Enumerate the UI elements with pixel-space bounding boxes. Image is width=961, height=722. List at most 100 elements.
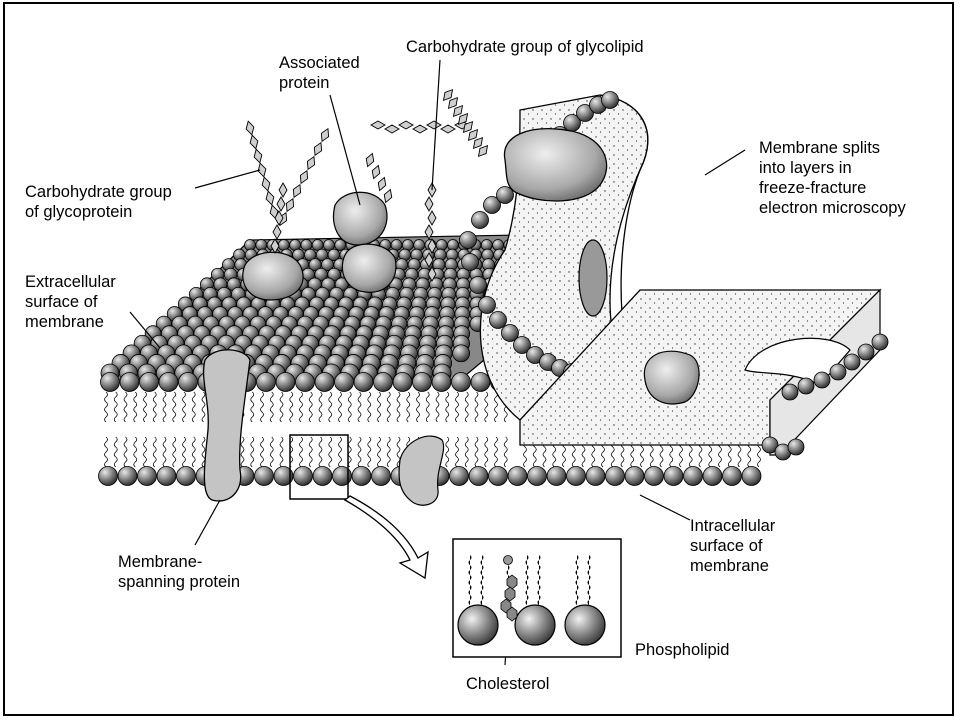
lipid-head [586, 467, 605, 486]
cholesterol-head [504, 556, 513, 565]
label-associated-protein: Associated protein [279, 53, 360, 93]
lipid-head [798, 378, 814, 394]
lipid-head [664, 467, 683, 486]
sugar-unit [273, 225, 281, 239]
lipid-head [118, 467, 137, 486]
lipid-head [257, 373, 276, 392]
sugar-unit [318, 127, 331, 143]
sugar-unit [364, 152, 376, 168]
lipid-head [374, 373, 393, 392]
sugar-unit [297, 169, 310, 185]
lipid-head [567, 467, 586, 486]
sugar-unit [260, 176, 271, 192]
lipid-head [830, 364, 846, 380]
bilayer-core [100, 380, 520, 475]
lipid-head [645, 467, 664, 486]
lipid-head [782, 384, 798, 400]
lipid-head [460, 232, 477, 249]
label-cholesterol: Cholesterol [466, 674, 549, 694]
lipid-head [352, 467, 371, 486]
zoom-arrow [345, 496, 428, 578]
lipid-head [138, 467, 157, 486]
sugar-unit [428, 211, 436, 225]
lipid-head [788, 439, 804, 455]
lipid-head [469, 467, 488, 486]
sugar-unit [382, 188, 394, 204]
glycoprotein [243, 252, 303, 300]
sugar-unit [311, 141, 324, 157]
lipid-head [255, 467, 274, 486]
lipid-head [452, 373, 471, 392]
sugar-unit [252, 148, 263, 164]
inset-phospholipid-head [458, 605, 498, 645]
lipid-head [140, 373, 159, 392]
sugar-unit [248, 134, 259, 150]
lipid-head [602, 92, 619, 109]
lipid-head [844, 354, 860, 370]
sugar-unit [427, 121, 441, 129]
lipid-head [354, 373, 373, 392]
lipid-head [872, 334, 888, 350]
inset-phospholipid-head [515, 605, 555, 645]
lipid-head [177, 467, 196, 486]
lipid-head [313, 467, 332, 486]
sugar-unit [244, 120, 255, 136]
associated-protein-upper [334, 192, 387, 245]
lipid-head [296, 373, 315, 392]
sugar-unit [370, 164, 382, 180]
lipid-head [814, 372, 830, 388]
curl-top-protein [504, 129, 606, 201]
associated-protein-lower [342, 244, 396, 292]
lipid-head [479, 297, 496, 314]
lipid-head [490, 312, 507, 329]
lipid-head [470, 277, 487, 294]
lipid-head [489, 467, 508, 486]
sugar-unit [283, 197, 296, 213]
sugar-unit [413, 125, 427, 133]
lipid-head [471, 373, 490, 392]
label-carbohydrate-glycolipid: Carbohydrate group of glycolipid [406, 37, 644, 57]
lipid-head [99, 467, 118, 486]
lipid-head [393, 373, 412, 392]
lipid-head [472, 212, 489, 229]
inset-phospholipid-head [565, 605, 605, 645]
lipid-head [159, 373, 178, 392]
sugar-unit [264, 190, 275, 206]
sugar-unit [441, 125, 455, 133]
label-extracellular-surface: Extracellular surface of membrane [25, 272, 116, 332]
lipid-head [120, 373, 139, 392]
sugar-unit [277, 197, 285, 211]
fractured-protein [644, 351, 699, 404]
label-intracellular-surface: Intracellular surface of membrane [690, 516, 775, 576]
lipid-head [723, 467, 742, 486]
sugar-unit [376, 176, 388, 192]
lipid-head [528, 467, 547, 486]
sugar-unit [290, 183, 303, 199]
sugar-unit [371, 121, 385, 129]
sugar-unit [399, 121, 413, 129]
lipid-head [335, 373, 354, 392]
lipid-head [372, 467, 391, 486]
sugar-unit [425, 197, 433, 211]
lipid-head [276, 373, 295, 392]
lipid-head [101, 373, 120, 392]
lipid-head [157, 467, 176, 486]
lipid-head [294, 467, 313, 486]
lipid-head [742, 467, 761, 486]
label-phospholipid: Phospholipid [635, 640, 730, 660]
label-freeze-fracture: Membrane splits into layers in freeze-fr… [759, 138, 906, 218]
fracture-hole [579, 240, 607, 316]
lipid-head [508, 467, 527, 486]
sugar-unit [279, 183, 287, 197]
label-membrane-spanning-protein: Membrane- spanning protein [118, 552, 240, 592]
lipid-head [256, 240, 267, 251]
lipid-head [684, 467, 703, 486]
lipid-head [462, 254, 479, 271]
lipid-head [703, 467, 722, 486]
lipid-head [315, 373, 334, 392]
lipid-head [179, 373, 198, 392]
lipid-head [858, 344, 874, 360]
lipid-head [450, 467, 469, 486]
lipid-head [413, 373, 432, 392]
